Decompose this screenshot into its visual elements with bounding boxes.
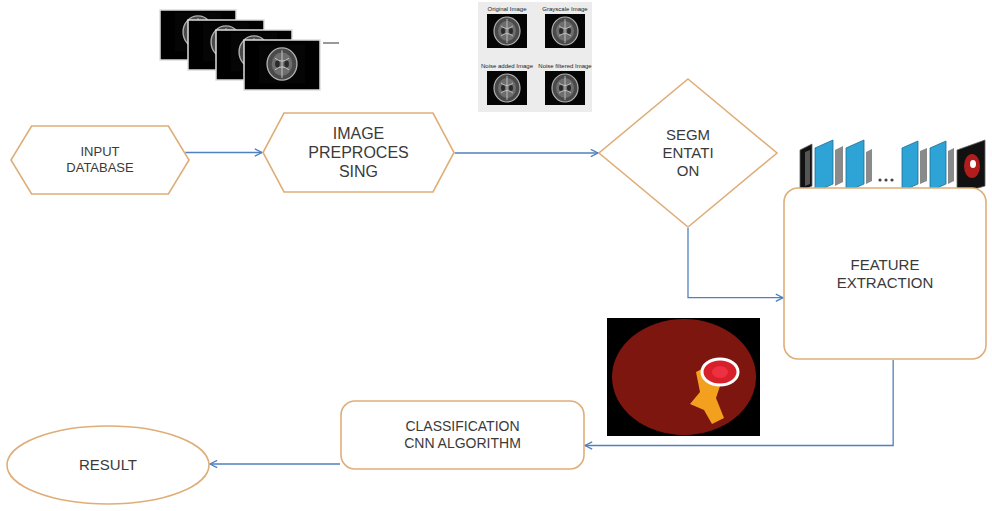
image-caption: Noise added Image — [477, 63, 537, 69]
node-text-group: FEATURE EXTRACTION — [820, 256, 950, 292]
process-box: FEATURE EXTRACTION — [783, 187, 987, 360]
node-text-group: SEGM ENTATI ON — [656, 126, 720, 180]
node-label: SEGM ENTATI ON — [656, 126, 720, 180]
segmentation-map — [607, 318, 760, 436]
mri-slice — [244, 40, 320, 90]
node-label: CLASSIFICATION CNN ALGORITHM — [393, 418, 533, 452]
node-label: INPUT DATABASE — [55, 144, 145, 175]
node-label: IMAGE PREPROCES SING — [304, 124, 414, 182]
dash-mark — [323, 42, 339, 43]
process-box: CLASSIFICATION CNN ALGORITHM — [340, 400, 585, 470]
decision-diamond: SEGM ENTATI ON — [598, 78, 778, 228]
image-caption: Original Image — [477, 6, 537, 12]
image-caption: Noise filtered Image — [535, 63, 595, 69]
flow-arrow — [688, 228, 783, 298]
node-text-group: INPUT DATABASE — [55, 144, 145, 175]
mri-thumbnail — [487, 71, 527, 105]
process-hexagon: IMAGE PREPROCES SING — [262, 112, 455, 193]
preprocessing-panels — [478, 2, 592, 112]
terminal-ellipse: RESULT — [6, 425, 210, 505]
mri-thumbnail — [545, 71, 585, 105]
panel-ground — [478, 2, 592, 112]
flow-arrow — [455, 152, 598, 153]
flow-arrow — [185, 152, 262, 153]
flow-arrow — [210, 463, 340, 464]
mri-thumbnail — [545, 14, 585, 48]
node-text-group: IMAGE PREPROCES SING — [304, 124, 414, 182]
mri-slice-stack — [160, 10, 339, 90]
node-text-group: CLASSIFICATION CNN ALGORITHM — [393, 418, 533, 452]
cnn-layers — [800, 140, 985, 194]
image-caption: Grayscale Image — [535, 6, 595, 12]
flow-arrow — [585, 360, 893, 446]
input-hexagon: INPUT DATABASE — [10, 125, 190, 195]
node-text-group: RESULT — [48, 456, 168, 474]
node-label: FEATURE EXTRACTION — [820, 256, 950, 292]
node-label: RESULT — [48, 456, 168, 474]
mri-thumbnail — [487, 14, 527, 48]
